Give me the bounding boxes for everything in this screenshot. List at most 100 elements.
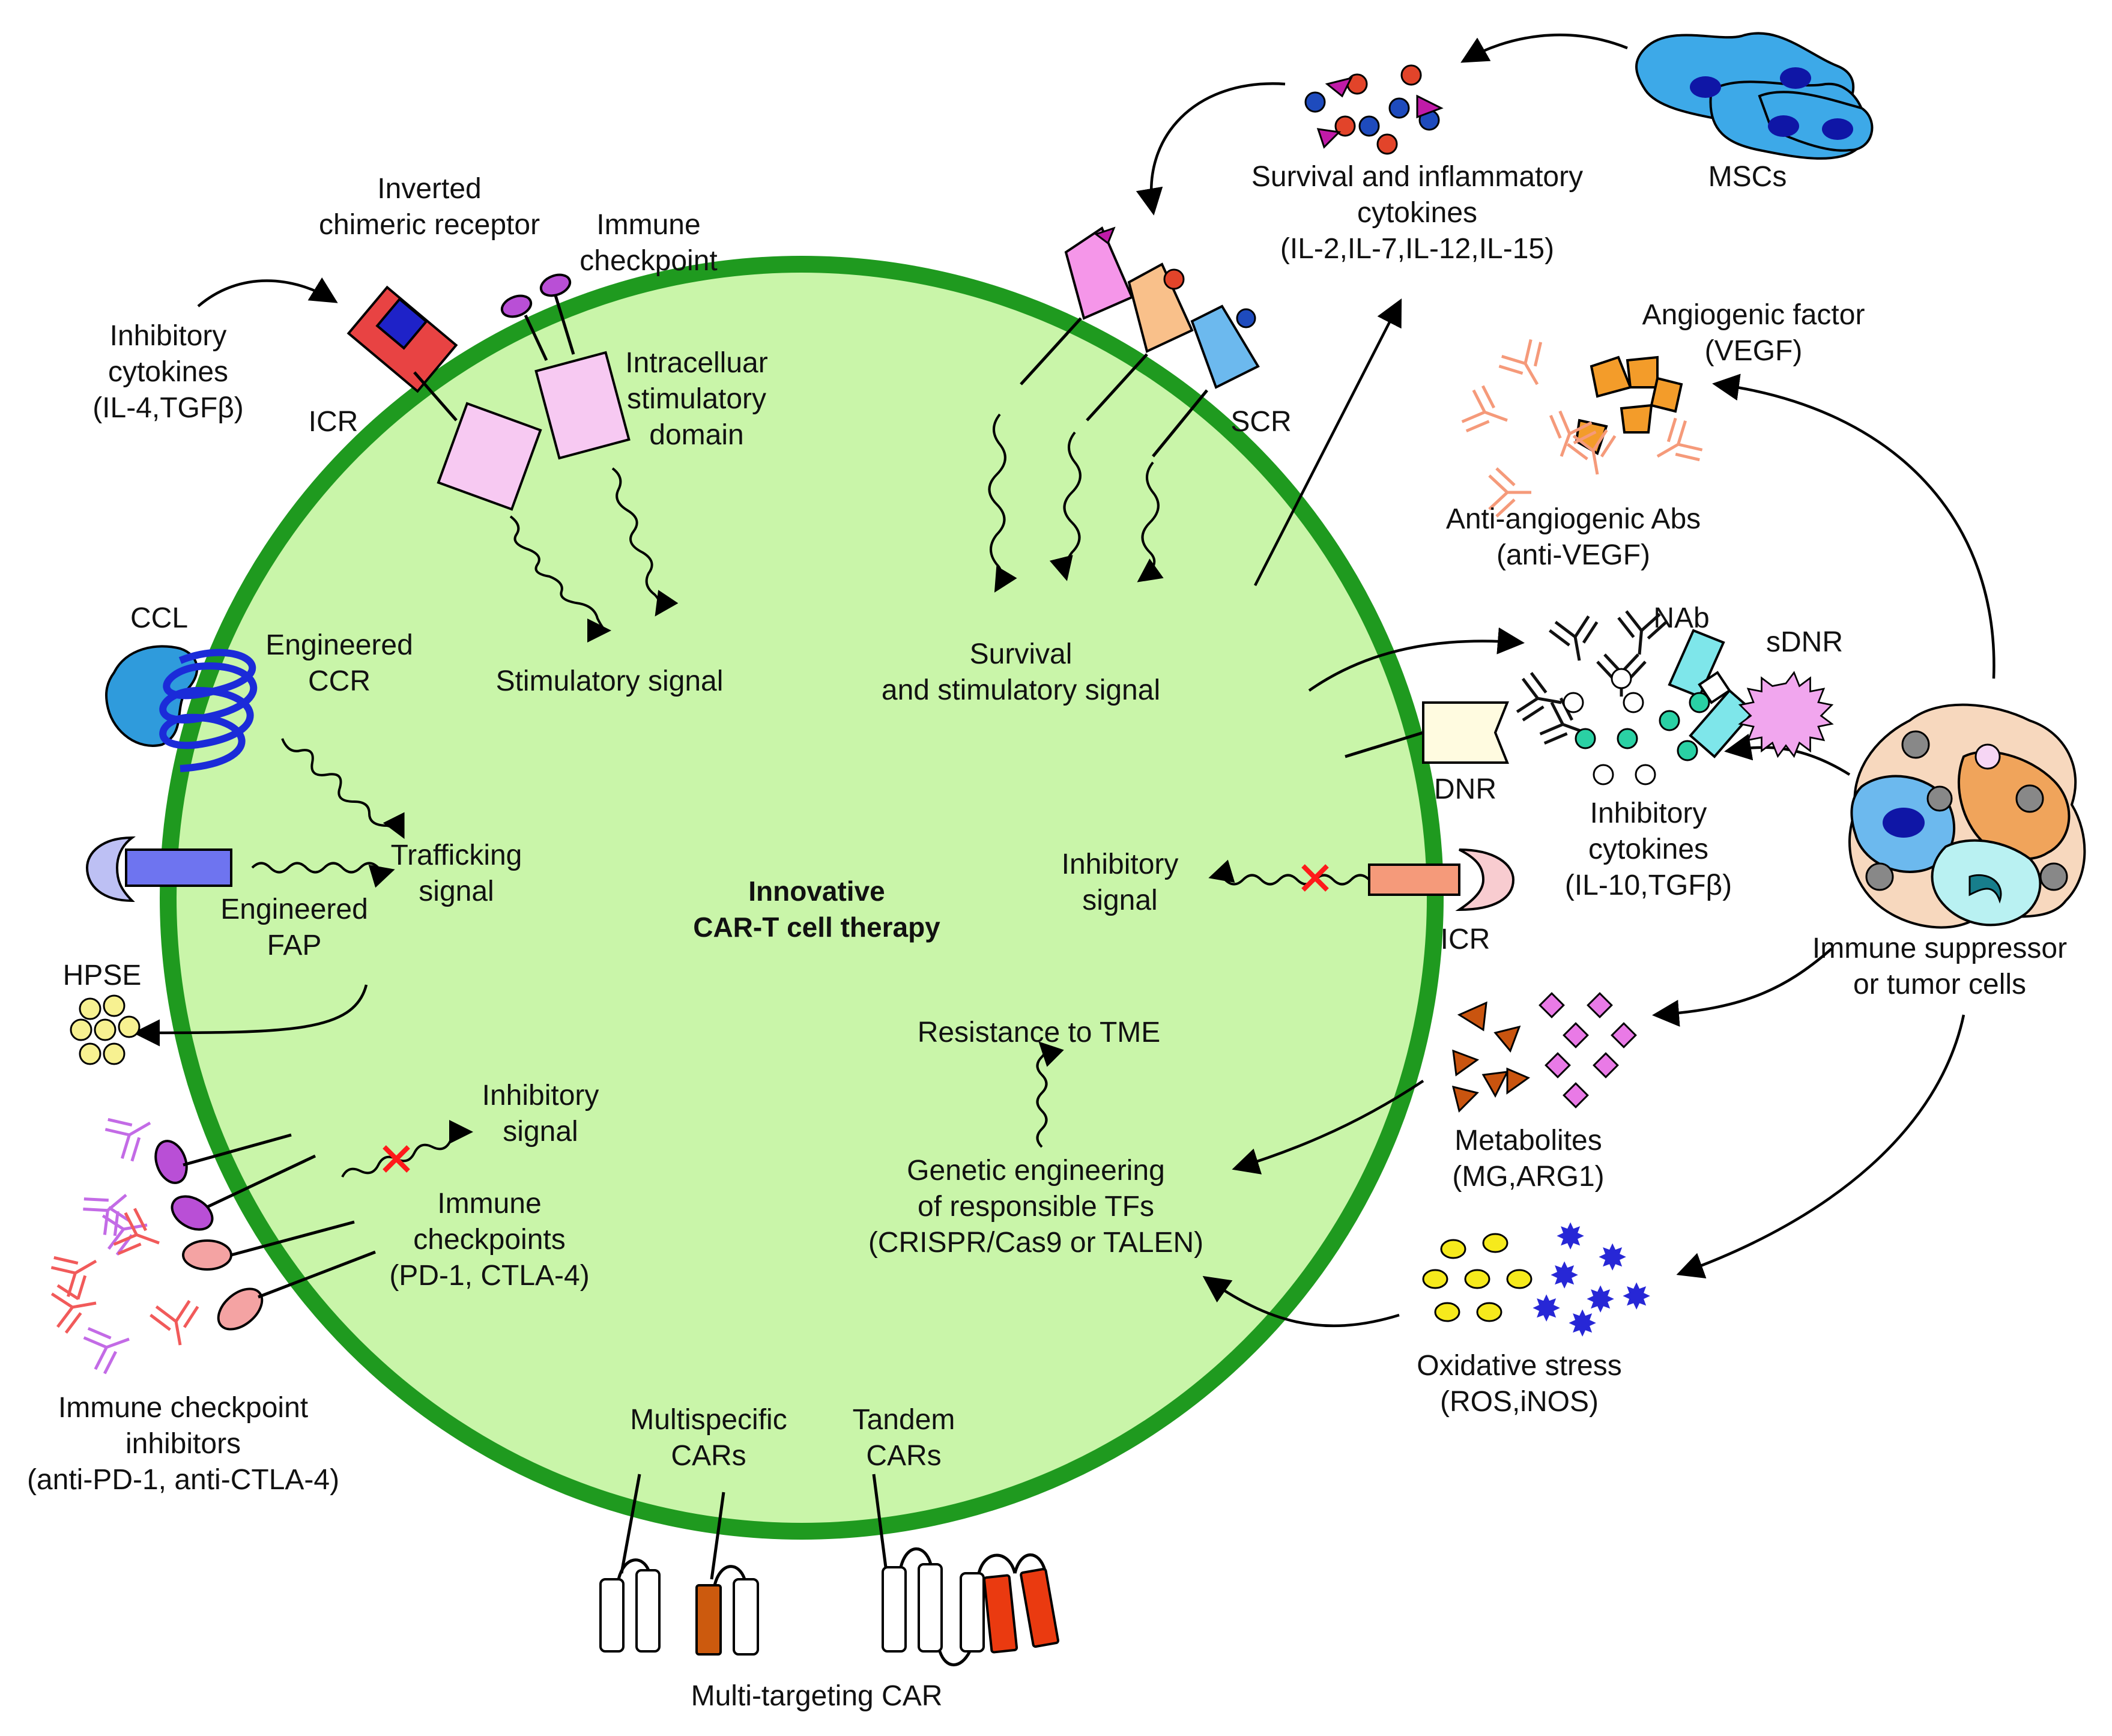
- genetic-label-3: (CRISPR/Cas9 or TALEN): [868, 1227, 1203, 1259]
- immune-checkpoint-label-2: checkpoint: [579, 245, 717, 277]
- ici-antibodies: [47, 1102, 204, 1376]
- wavy-resistance: [1036, 1041, 1064, 1148]
- genetic-label-2: of responsible TFs: [918, 1191, 1154, 1223]
- survival-signal-label-2: and stimulatory signal: [882, 674, 1160, 706]
- stimulatory-signal-label: Stimulatory signal: [496, 665, 724, 697]
- wavy-icr-right: [1208, 859, 1370, 886]
- icr-right-label: ICR: [1441, 924, 1490, 955]
- inhibitory-cytokines-top-label-2: cytokines: [108, 356, 228, 388]
- immune-checkpoint-top-receptor: [500, 273, 631, 460]
- anti-vegf-antibodies: [1460, 336, 1706, 516]
- immune-checkpoints-label-2: checkpoints: [413, 1224, 565, 1256]
- wavy-stim-1: [509, 515, 611, 643]
- wavy-surv-2: [1049, 431, 1082, 581]
- survival-cytokines-label-2: cytokines: [1357, 197, 1477, 229]
- engineered-fap-label-2: FAP: [267, 930, 322, 961]
- icr-top-receptor: [346, 285, 542, 511]
- mscs-label: MSCs: [1708, 161, 1787, 193]
- trafficking-label-2: signal: [419, 876, 494, 907]
- multispecific-cars: [599, 1474, 759, 1656]
- immune-checkpoint-label-1: Immune: [596, 209, 700, 241]
- msc-cells: [1635, 32, 1874, 160]
- svg-text:✸: ✸: [1585, 1280, 1615, 1320]
- svg-text:✸: ✸: [1567, 1304, 1597, 1344]
- survival-cytokines-label-3: (IL-2,IL-7,IL-12,IL-15): [1280, 233, 1554, 265]
- intracellular-label-3: domain: [649, 419, 743, 451]
- svg-text:✸: ✸: [1549, 1256, 1579, 1296]
- inhibitory-cytokines-top-label-1: Inhibitory: [110, 320, 227, 352]
- arrow-cell-to-cytokines: [1253, 298, 1402, 587]
- center-title-line1: Innovative: [748, 876, 885, 907]
- tandem-label-2: CARs: [866, 1440, 941, 1472]
- engineered-ccr-label-2: CCR: [308, 665, 371, 697]
- inhibitory-signal-left-label-1: Inhibitory: [482, 1080, 599, 1111]
- ccr-coil: [159, 649, 258, 772]
- anti-angiogenic-label-1: Anti-angiogenic Abs: [1446, 503, 1701, 535]
- metabolites-cluster: [1451, 992, 1637, 1113]
- cytokine-cluster: [1304, 64, 1444, 155]
- anti-angiogenic-label-2: (anti-VEGF): [1496, 539, 1650, 571]
- inverted-cr-label-1: Inverted: [377, 173, 481, 205]
- engineered-ccr-label-1: Engineered: [265, 629, 413, 661]
- trafficking-label-1: Trafficking: [391, 839, 522, 871]
- vegf-cluster: [1575, 355, 1683, 455]
- icr-top-label: ICR: [309, 406, 359, 438]
- survival-cytokines-label-1: Survival and inflammatory: [1251, 161, 1583, 193]
- arrow-msc-to-cytokines: [1460, 33, 1628, 63]
- dnr-label: DNR: [1434, 773, 1496, 805]
- arrow-cell-to-nab: [1308, 627, 1525, 692]
- tandem-label-1: Tandem: [853, 1404, 955, 1436]
- tumor-cells: [1738, 671, 2086, 929]
- wavy-stim-2: [611, 467, 679, 617]
- arrow-tumor-to-vegf: [1712, 374, 1996, 679]
- scr-receptors: [1020, 226, 1260, 458]
- ccl-label: CCL: [130, 602, 188, 634]
- nab-label: NAb: [1653, 602, 1709, 634]
- hpse-label: HPSE: [63, 960, 142, 991]
- immune-checkpoints-label-1: Immune: [437, 1188, 541, 1220]
- arrow-cytokines-to-icr: [197, 277, 338, 307]
- immune-checkpoints-label-3: (PD-1, CTLA-4): [389, 1260, 589, 1292]
- arrow-oxidative-to-genetic: [1202, 1275, 1400, 1328]
- angiogenic-label-2: (VEGF): [1705, 335, 1803, 367]
- sdnr-receptors: [1668, 629, 1755, 758]
- arrow-cell-to-hpse: [133, 984, 368, 1047]
- arrow-cytokines-to-scr: [1136, 82, 1286, 216]
- intracellular-label-1: Intracelluar: [625, 347, 767, 379]
- multispecific-label-2: CARs: [671, 1440, 746, 1472]
- inhibitory-cytokines-right-label-3: (IL-10,TGFβ): [1565, 870, 1732, 901]
- dnr-receptor: [1345, 701, 1509, 764]
- arrow-tumor-to-cytokines: [1724, 733, 1851, 776]
- wavy-fap-trafficking: [251, 862, 395, 888]
- genetic-label-1: Genetic engineering: [907, 1155, 1165, 1187]
- center-title-line2: CAR-T cell therapy: [693, 912, 940, 943]
- oxidative-label-2: (ROS,iNOS): [1440, 1386, 1599, 1418]
- fap-receptor: [85, 836, 232, 903]
- wavy-ici: [341, 1120, 473, 1178]
- metabolites-label-2: (MG,ARG1): [1452, 1161, 1604, 1193]
- immune-suppressor-label-1: Immune suppressor: [1812, 933, 2067, 964]
- wavy-surv-1: [988, 413, 1017, 593]
- angiogenic-label-1: Angiogenic factor: [1642, 299, 1865, 331]
- wavy-surv-3: [1137, 461, 1164, 582]
- ros-cluster: [1422, 1233, 1533, 1322]
- scr-label: SCR: [1230, 406, 1291, 438]
- inhibitory-signal-right-label-2: signal: [1082, 885, 1157, 916]
- arrow-metabolites-to-genetic: [1232, 1080, 1424, 1175]
- intracellular-label-2: stimulatory: [627, 383, 766, 415]
- svg-text:✸: ✸: [1555, 1217, 1585, 1257]
- metabolites-label-1: Metabolites: [1454, 1125, 1602, 1157]
- arrow-tumor-to-metabolites: [1652, 948, 1833, 1027]
- engineered-fap-label-1: Engineered: [220, 894, 368, 925]
- immune-checkpoint-receptors: [154, 1133, 376, 1331]
- inhibitory-cytokine-dots: [1563, 668, 1710, 785]
- oxidative-label-1: Oxidative stress: [1417, 1350, 1621, 1382]
- car-t-cell: [160, 256, 1444, 1540]
- hpse-cluster: [70, 994, 141, 1065]
- arrow-tumor-to-oxidative: [1676, 1014, 1965, 1278]
- ici-label-3: (anti-PD-1, anti-CTLA-4): [27, 1464, 339, 1496]
- inhibitory-cytokines-right-label-2: cytokines: [1588, 833, 1708, 865]
- inhibitory-signal-left-label-2: signal: [503, 1116, 578, 1148]
- inverted-cr-label-2: chimeric receptor: [319, 209, 540, 241]
